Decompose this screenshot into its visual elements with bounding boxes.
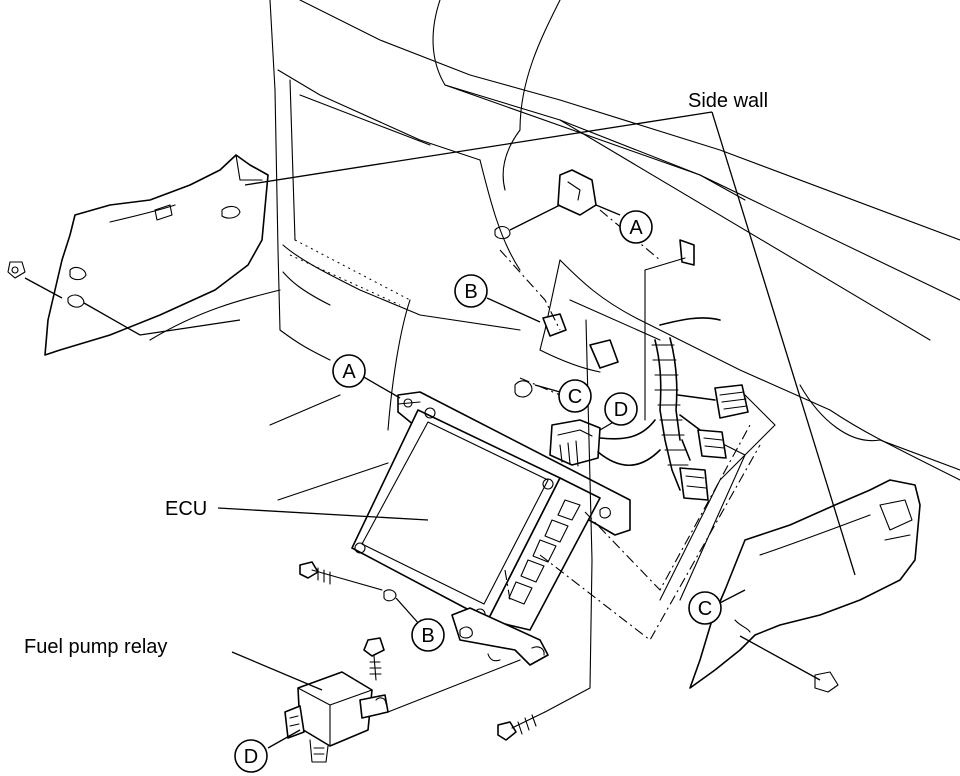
ecu-connector — [549, 419, 661, 467]
callout-a-left: A — [332, 354, 366, 388]
top-bracket — [494, 169, 695, 266]
fasteners — [299, 319, 593, 741]
fuel-pump-relay-label: Fuel pump relay — [24, 636, 167, 658]
callout-b-bottom: B — [411, 618, 445, 652]
callout-c-right-letter: C — [698, 598, 712, 620]
ecu-unit — [351, 391, 631, 666]
label-leaders — [217, 111, 856, 749]
callout-a-top: A — [619, 210, 653, 244]
callout-c-mid-letter: C — [568, 386, 582, 408]
callout-a-left-letter: A — [342, 361, 356, 383]
fuel-pump-relay — [284, 659, 521, 763]
side-wall-label: Side wall — [688, 90, 768, 112]
callout-b-top: B — [454, 274, 488, 308]
upper-bracket-b — [486, 297, 619, 398]
callout-b-top-letter: B — [464, 281, 477, 303]
vehicle-body — [149, 0, 960, 481]
callout-c-mid: C — [558, 379, 592, 413]
callout-a-top-letter: A — [629, 217, 643, 239]
callout-d-mid: D — [604, 392, 638, 426]
right-side-wall-panel — [689, 479, 921, 693]
callout-c-right: C — [688, 591, 722, 625]
routing-lines — [419, 209, 761, 641]
callout-d-bottom: D — [234, 739, 268, 773]
left-side-wall-panel — [7, 154, 269, 356]
wiring-harness — [644, 257, 776, 601]
callout-b-bottom-letter: B — [421, 625, 434, 647]
callout-d-mid-letter: D — [614, 399, 628, 421]
callout-d-bottom-letter: D — [244, 746, 258, 768]
ecu-label: ECU — [165, 498, 207, 520]
